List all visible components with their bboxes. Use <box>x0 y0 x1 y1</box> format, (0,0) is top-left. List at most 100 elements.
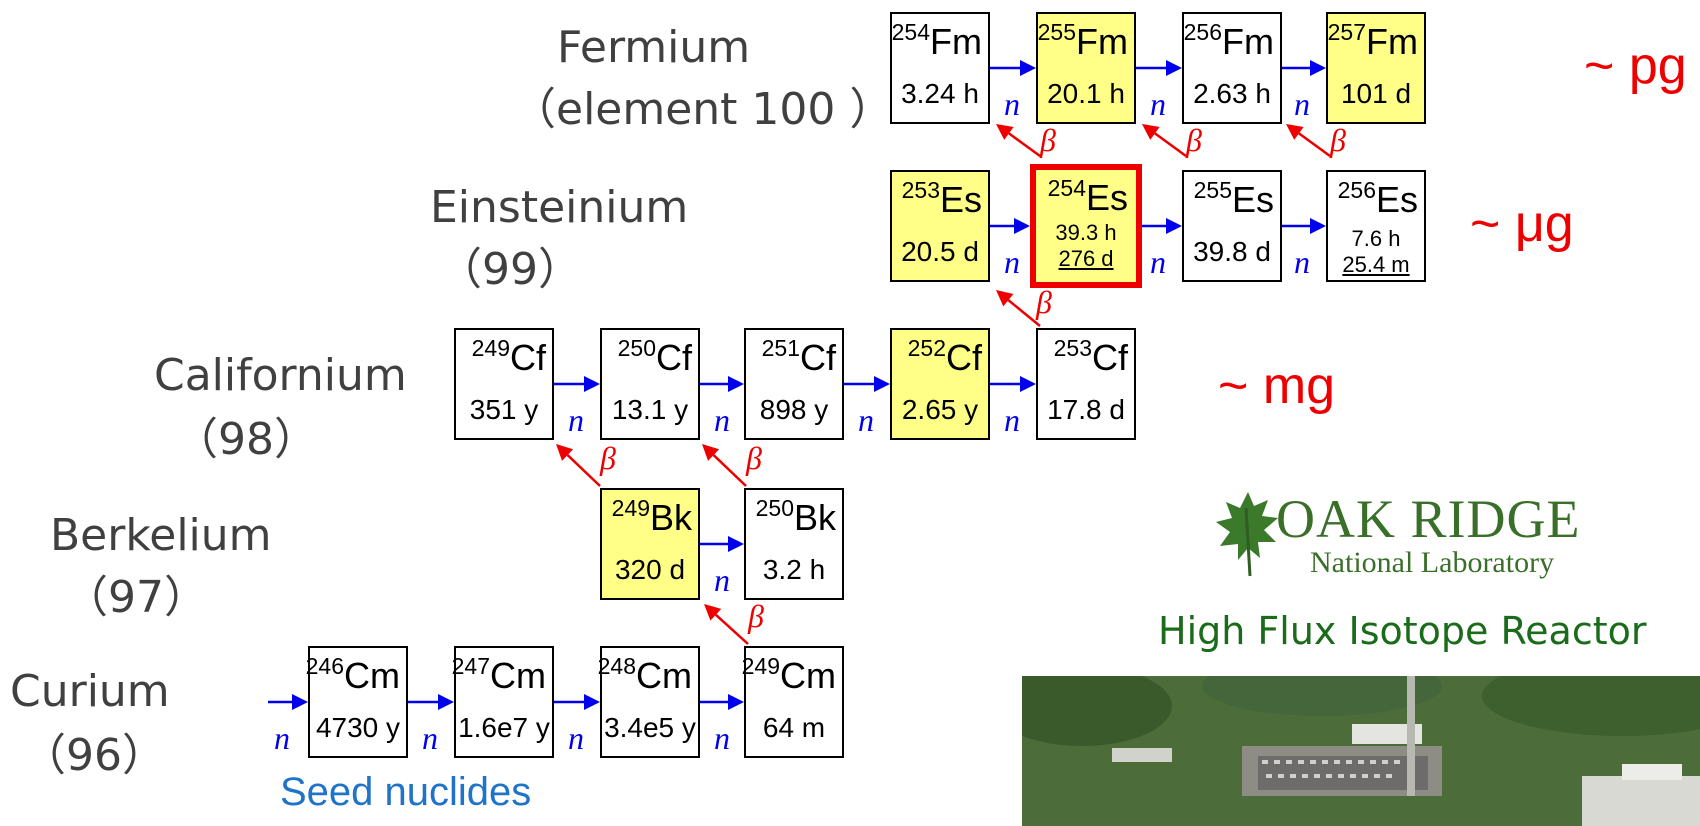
nuclide-bk250: 250Bk 3.2 h <box>744 488 844 600</box>
neutron-label: n <box>1004 86 1020 122</box>
nuclide-symbol: 256Fm <box>1184 21 1274 62</box>
nuclide-cm248: 248Cm 3.4e5 y <box>597 646 700 758</box>
half-life: 320 d <box>614 554 686 585</box>
element-symbol: Es <box>939 179 982 220</box>
element-symbol: Es <box>1085 177 1128 218</box>
neutron-label: n <box>568 402 584 438</box>
nuclide-symbol: 253Cf <box>1054 337 1128 378</box>
neutron-capture-arrow <box>700 536 744 552</box>
neutron-capture-arrow <box>990 376 1036 392</box>
mass-number: 255 <box>1193 177 1232 203</box>
half-life: 39.8 d <box>1193 236 1271 267</box>
element-symbol: Fm <box>930 21 982 62</box>
neutron-label: n <box>714 562 730 598</box>
beta-decay-arrow <box>996 290 1041 327</box>
nuclide-symbol: 249Bk <box>612 497 692 538</box>
nuclide-cf251: 251Cf 898 y <box>744 328 844 440</box>
neutron-capture-arrow <box>1142 218 1182 234</box>
nuclide-es255: 255Es 39.8 d <box>1182 170 1282 282</box>
neutron-capture-arrow <box>1282 60 1326 76</box>
mass-number: 254 <box>1047 175 1086 201</box>
element-number-berkelium: （97） <box>64 572 208 623</box>
element-name-fermium: Fermium <box>557 22 751 73</box>
oak-leaf-icon <box>1216 492 1278 577</box>
mass-number: 250 <box>755 495 794 521</box>
neutron-label: n <box>1294 244 1310 280</box>
neutron-capture-arrow <box>1282 218 1326 234</box>
nuclide-symbol: 255Fm <box>1038 21 1128 62</box>
half-life: 2.63 h <box>1193 78 1271 109</box>
beta-decay-arrow <box>702 444 747 487</box>
mass-number: 252 <box>907 335 946 361</box>
nuclide-symbol: 253Es <box>902 179 982 220</box>
half-life: 351 y <box>469 394 539 425</box>
nuclide-cm246: 246Cm 4730 y <box>306 646 408 758</box>
half-life: 101 d <box>1340 78 1412 109</box>
neutron-capture-arrow <box>554 694 600 710</box>
neutron-label: n <box>1150 244 1166 280</box>
half-life: 898 y <box>759 394 829 425</box>
half-life: 2.65 y <box>901 394 979 425</box>
nuclide-cf249: 249Cf 351 y <box>454 328 554 440</box>
nuclide-symbol: 254Fm <box>892 21 982 62</box>
nuclide-es256: 256Es 7.6 h 25.4 m <box>1326 170 1426 282</box>
seed-nuclides-label: Seed nuclides <box>280 770 532 814</box>
half-life: 4730 y <box>315 712 401 743</box>
nuclide-es254-selected: 254Es 39.3 h 276 d <box>1030 164 1142 288</box>
mass-number: 253 <box>1053 335 1092 361</box>
element-symbol: Fm <box>1076 21 1128 62</box>
element-name-curium: Curium <box>10 666 170 717</box>
beta-decay-arrow <box>704 604 749 645</box>
mass-number: 249 <box>611 495 650 521</box>
mass-number: 248 <box>597 653 636 679</box>
half-life-isomer: 276 d <box>1058 246 1114 271</box>
element-symbol: Fm <box>1222 21 1274 62</box>
beta-label: β <box>746 440 762 476</box>
reactor-label: High Flux Isotope Reactor <box>1158 609 1647 653</box>
neutron-label: n <box>1294 86 1310 122</box>
element-number-curium: （96） <box>22 730 166 781</box>
beta-label: β <box>748 598 764 634</box>
neutron-label: n <box>568 720 584 756</box>
element-name-californium: Californium <box>154 350 407 401</box>
element-name-einsteinium: Einsteinium <box>430 182 689 233</box>
mass-number: 254 <box>891 19 931 45</box>
nuclide-cf252: 252Cf 2.65 y <box>890 328 990 440</box>
half-life: 3.2 h <box>762 554 826 585</box>
beta-label: β <box>1036 284 1052 320</box>
neutron-label: n <box>1004 244 1020 280</box>
neutron-capture-arrow <box>700 694 744 710</box>
element-symbol: Cf <box>1092 337 1128 378</box>
nuclide-symbol: 247Cm <box>452 655 546 694</box>
half-life-ground-state: 7.6 h <box>1351 226 1401 251</box>
nuclide-symbol: 249Cf <box>472 337 546 376</box>
element-symbol: Cm <box>344 655 400 696</box>
nuclide-symbol: 256Es <box>1338 179 1418 218</box>
neutron-capture-arrow <box>1136 60 1182 76</box>
mass-scale-californium: ~ mg <box>1218 357 1336 415</box>
neutron-label: n <box>714 720 730 756</box>
half-life: 13.1 y <box>611 394 689 425</box>
half-life: 3.4e5 y <box>604 712 696 743</box>
element-symbol: Cf <box>800 337 836 378</box>
element-number-einsteinium: （99） <box>438 244 582 295</box>
nuclide-symbol: 250Bk <box>756 497 836 536</box>
half-life-ground-state: 39.3 h <box>1055 220 1117 245</box>
element-symbol: Bk <box>649 497 692 538</box>
beta-decay-arrow <box>1142 124 1187 158</box>
neutron-capture-arrow <box>990 218 1030 234</box>
logo-subtitle: National Laboratory <box>1310 546 1555 579</box>
nuclide-symbol: 251Cf <box>762 337 836 378</box>
nuclide-symbol: 250Cf <box>618 337 692 376</box>
nuclide-symbol: 255Es <box>1194 179 1274 218</box>
neutron-capture-arrow <box>700 376 744 392</box>
nuclide-symbol: 246Cm <box>306 655 400 696</box>
half-life: 64 m <box>762 712 826 743</box>
oak-ridge-logo: OAK RIDGE National Laboratory <box>1212 488 1592 588</box>
mass-number: 251 <box>761 335 800 361</box>
nuclide-cf250: 250Cf 13.1 y <box>600 328 700 440</box>
beta-label: β <box>600 440 616 476</box>
nuclide-symbol: 257Fm <box>1328 21 1418 60</box>
element-symbol: Cf <box>946 337 982 378</box>
beta-label: β <box>1040 122 1056 158</box>
